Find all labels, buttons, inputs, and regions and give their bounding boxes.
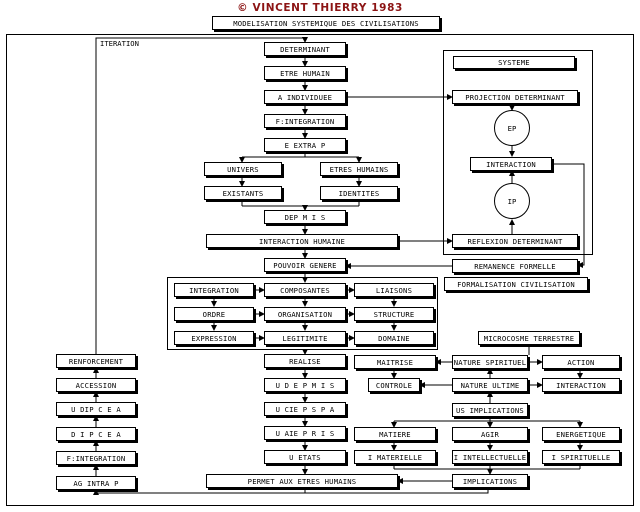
line-bottom-loop-right (305, 488, 489, 494)
node-organisation: ORGANISATION (264, 307, 346, 321)
node-remanence-formelle: REMANENCE FORMELLE (452, 259, 578, 273)
node-univers: UNIVERS (204, 162, 282, 176)
node-d-i-p-c-e-a: D I P C E A (56, 427, 136, 441)
node-interaction-humaine: INTERACTION HUMAINE (206, 234, 398, 248)
node-energetique: ENERGETIQUE (542, 427, 620, 441)
node-ep-circle: EP (494, 110, 530, 146)
node-dep-m-i-s: DEP M I S (264, 210, 346, 224)
iteration-label: ITERATION (100, 39, 139, 48)
node-expression: EXPRESSION (174, 331, 254, 345)
node-permet-aux-etres-humains: PERMET AUX ETRES HUMAINS (206, 474, 398, 488)
node-etre-humain: ETRE HUMAIN (264, 66, 346, 80)
node-formalisation-civilisation: FORMALISATION CIVILISATION (444, 277, 588, 291)
node-ordre: ORDRE (174, 307, 254, 321)
node-determinant: DETERMINANT (264, 42, 346, 56)
node-f-integration: F:INTEGRATION (264, 114, 346, 128)
subtitle-box: MODELISATION SYSTEMIQUE DES CIVILISATION… (212, 16, 440, 30)
node-etres-humains: ETRES HUMAINS (320, 162, 398, 176)
node-action: ACTION (542, 355, 620, 369)
node-renforcement: RENFORCEMENT (56, 354, 136, 368)
node-a-individuee: A INDIVIDUEE (264, 90, 346, 104)
arrow-iteration-loop (95, 37, 308, 354)
node-u-d-e-p-m-i-s: U D E P M I S (264, 378, 346, 392)
node-existants: EXISTANTS (204, 186, 282, 200)
node-us-implications: US IMPLICATIONS (452, 403, 528, 417)
outer-frame (6, 34, 634, 506)
copyright-title: © VINCENT THIERRY 1983 (237, 2, 403, 14)
node-systeme: SYSTEME (453, 56, 575, 69)
node-projection-determinant: PROJECTION DETERMINANT (452, 90, 578, 104)
node-maitrise: MAITRISE (354, 355, 436, 369)
arrow-bottom-loop-left (93, 488, 306, 495)
node-u-etats: U ETATS (264, 450, 346, 464)
node-reflexion-determinant: REFLEXION DETERMINANT (452, 234, 578, 248)
system-frame (443, 50, 593, 255)
node-implications: IMPLICATIONS (452, 474, 528, 488)
node-legitimite: LEGITIMITE (264, 331, 346, 345)
node-composantes: COMPOSANTES (264, 283, 346, 297)
node-controle: CONTROLE (368, 378, 420, 392)
node-realise: REALISE (264, 354, 346, 368)
arrow-interaction-remanence (552, 163, 585, 268)
node-u-dip-c-e-a: U DIP C E A (56, 402, 136, 416)
node-structure: STRUCTURE (354, 307, 434, 321)
node-u-cie-p-s-p-a: U CIE P S P A (264, 402, 346, 416)
node-agir: AGIR (452, 427, 528, 441)
node-left-f-integration: F:INTEGRATION (56, 451, 136, 465)
node-i-intellectuelle: I INTELLECTUELLE (452, 450, 528, 464)
node-accession: ACCESSION (56, 378, 136, 392)
node-liaisons: LIAISONS (354, 283, 434, 297)
node-i-materielle: I MATERIELLE (354, 450, 436, 464)
node-ag-intra-p: AG INTRA P (56, 476, 136, 490)
grid-frame (167, 277, 438, 350)
node-nature-ultime: NATURE ULTIME (452, 378, 528, 392)
node-right-interaction: INTERACTION (542, 378, 620, 392)
node-u-aie-p-r-i-s: U AIE P R I S (264, 426, 346, 440)
node-nature-spirituel: NATURE SPIRITUEL (452, 355, 528, 369)
node-i-spirituelle: I SPIRITUELLE (542, 450, 620, 464)
node-e-extra-p: E EXTRA P (264, 138, 346, 152)
node-domaine: DOMAINE (354, 331, 434, 345)
node-identites: IDENTITES (320, 186, 398, 200)
node-integration: INTEGRATION (174, 283, 254, 297)
node-ip-circle: IP (494, 183, 530, 219)
node-pouvoir-genere: POUVOIR GENERE (264, 258, 346, 272)
node-system-interaction: INTERACTION (470, 157, 552, 171)
node-microcosme-terrestre: MICROCOSME TERRESTRE (478, 331, 580, 345)
node-matiere: MATIERE (354, 427, 436, 441)
